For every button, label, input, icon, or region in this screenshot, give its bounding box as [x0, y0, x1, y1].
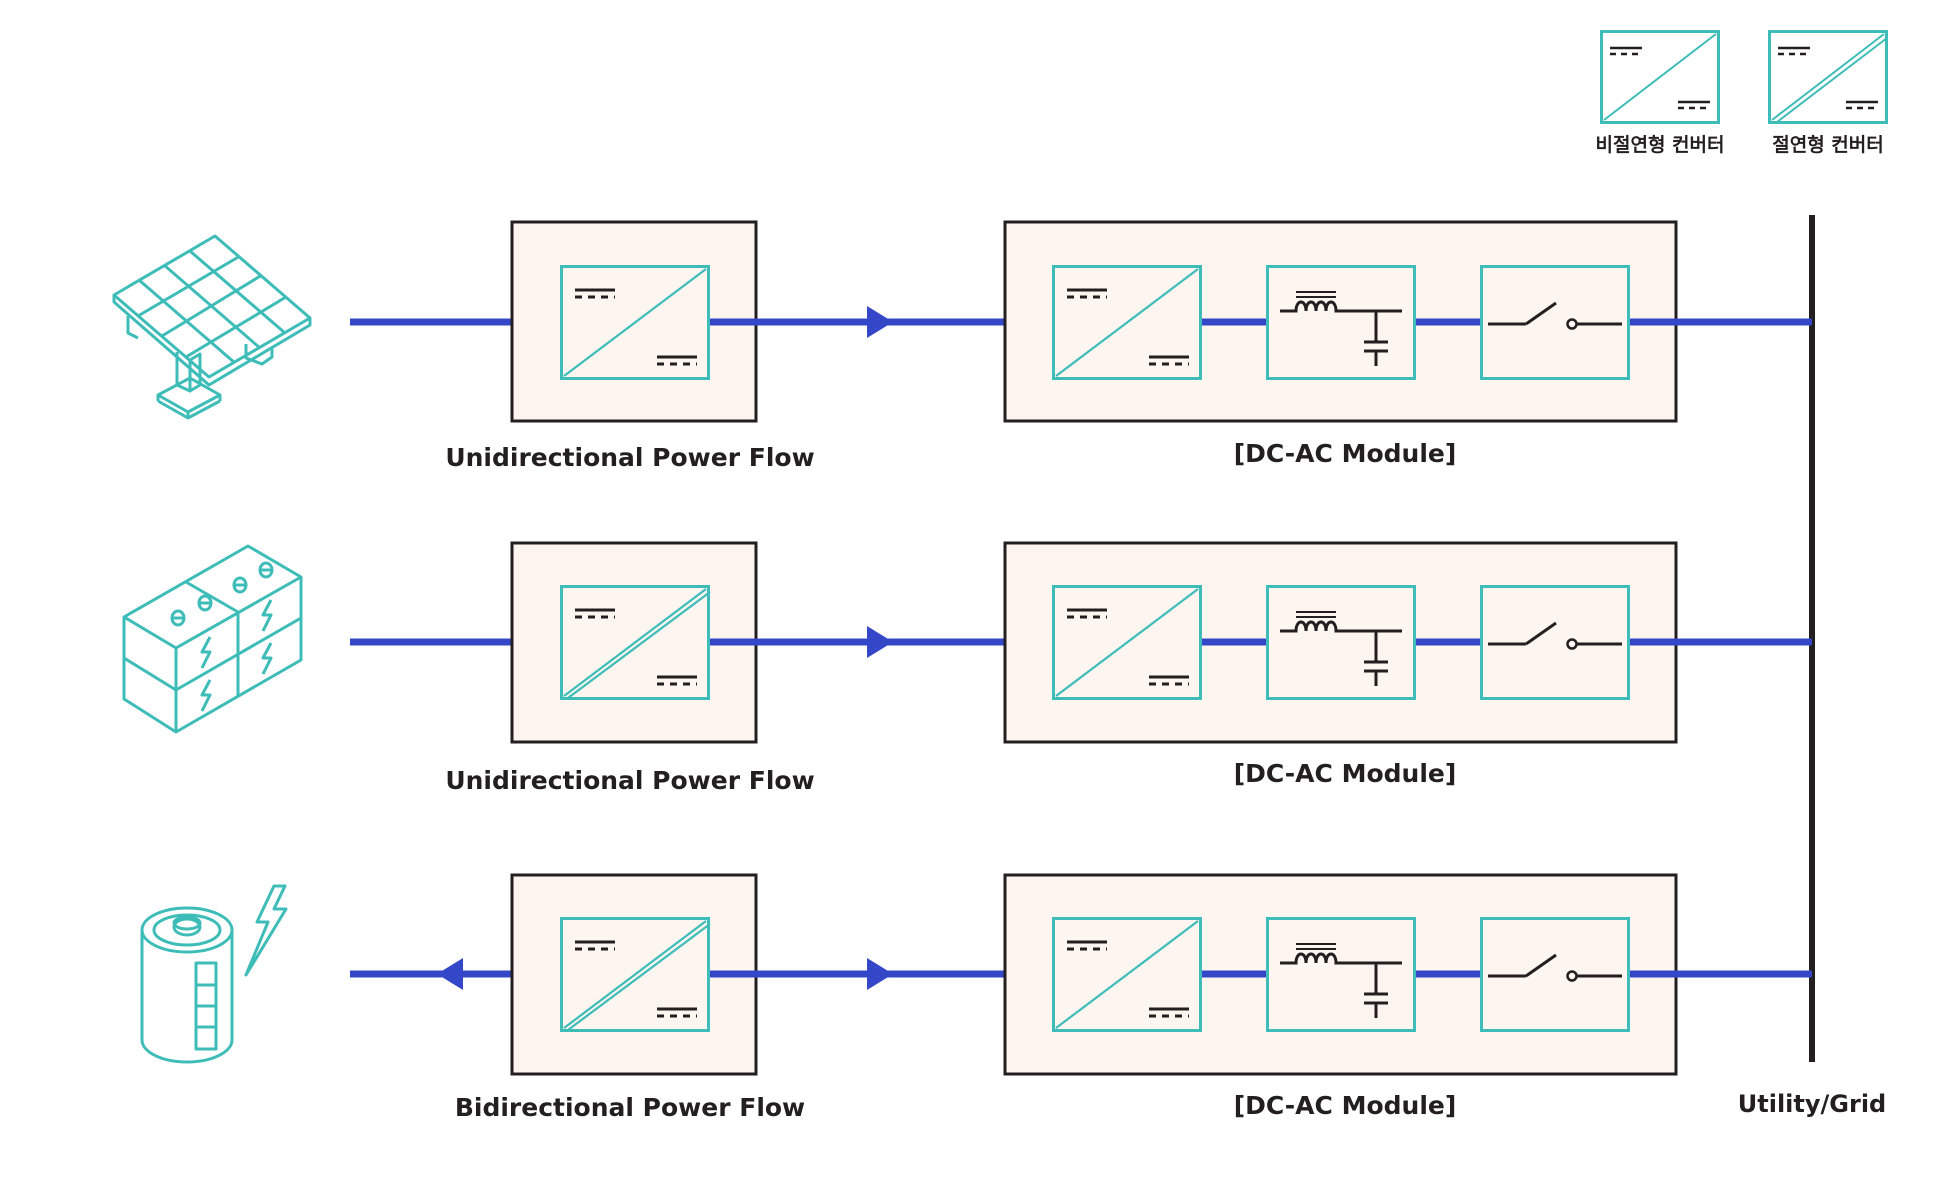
legend-non-isolated-label: 비절연형 컨버터	[1596, 134, 1725, 156]
row-solar: Unidirectional Power Flow [DC-AC Module]	[112, 220, 1812, 472]
module-label: [DC-AC Module]	[1234, 759, 1457, 788]
grid-label: Utility/Grid	[1738, 1090, 1886, 1118]
lc-filter-icon	[1266, 917, 1416, 1032]
module-label: [DC-AC Module]	[1234, 1091, 1457, 1120]
switch-icon	[1480, 265, 1630, 380]
solar-panel-icon	[112, 234, 312, 420]
isolated-converter-icon	[562, 587, 711, 699]
flow-arrow-left	[437, 958, 463, 990]
legend: 비절연형 컨버터 절연형 컨버터	[1596, 30, 1888, 156]
legend-isolated-converter-icon	[1768, 30, 1888, 124]
flow-label: Unidirectional Power Flow	[445, 766, 814, 795]
switch-icon	[1480, 585, 1630, 700]
inverter-converter-icon	[1052, 265, 1202, 380]
flow-arrow-right	[867, 958, 893, 990]
isolated-converter-icon	[562, 919, 711, 1031]
inverter-converter-icon	[1052, 917, 1202, 1032]
non-isolated-converter-icon	[560, 265, 710, 380]
legend-non-isolated-converter-icon	[1600, 30, 1720, 124]
flow-label: Bidirectional Power Flow	[455, 1093, 805, 1122]
inverter-converter-icon	[1052, 585, 1202, 700]
flow-arrow-right	[867, 306, 893, 338]
lc-filter-icon	[1266, 585, 1416, 700]
flow-label: Unidirectional Power Flow	[445, 443, 814, 472]
legend-isolated-label: 절연형 컨버터	[1772, 134, 1884, 156]
row-battery-cell: Bidirectional Power Flow [DC-AC Module]	[140, 873, 1812, 1122]
battery-rack-icon	[122, 544, 303, 734]
lc-filter-icon	[1266, 265, 1416, 380]
module-label: [DC-AC Module]	[1234, 439, 1457, 468]
switch-icon	[1480, 917, 1630, 1032]
flow-arrow-right	[867, 626, 893, 658]
row-battery-rack: Unidirectional Power Flow [DC-AC Module]	[122, 541, 1812, 795]
battery-cell-icon	[140, 884, 288, 1064]
